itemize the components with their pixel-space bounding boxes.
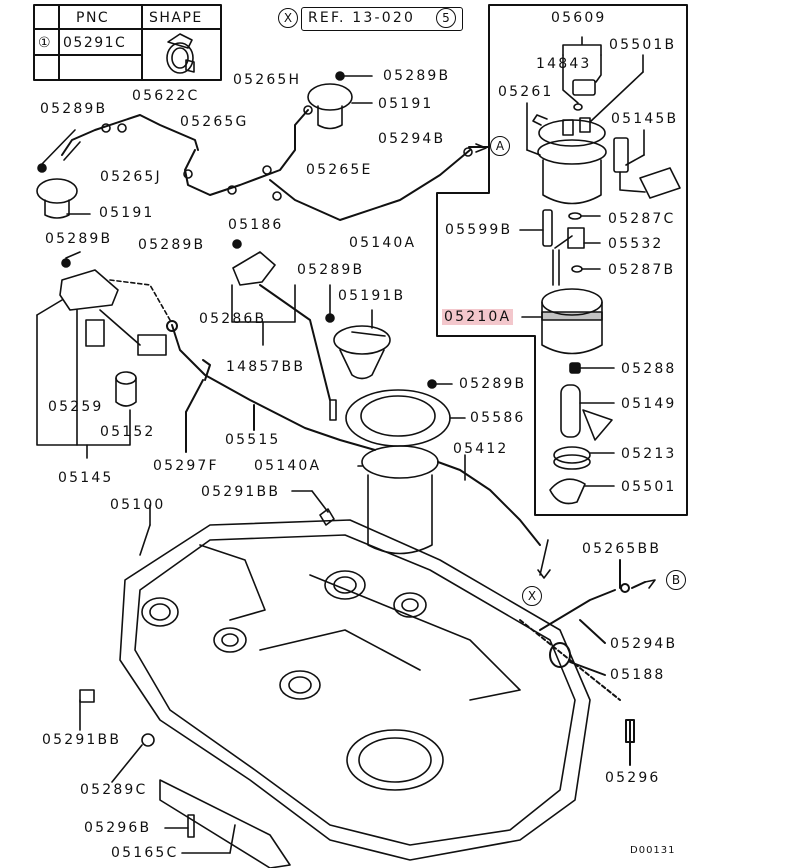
part-label[interactable]: 05294B [610,636,678,652]
fuel-tank [119,504,591,861]
reference-x-marker: X [278,8,298,28]
part-label[interactable]: 05191B [338,288,406,304]
part-label[interactable]: 05289C [80,782,148,798]
part-label[interactable]: 05265BB [582,541,662,557]
vent-flange-top [307,71,373,130]
part-label[interactable]: 05289B [297,262,365,278]
connector-a-marker: A [490,136,510,156]
part-label[interactable]: 14857BB [226,359,306,375]
filler-vent-hose [519,559,646,766]
part-label[interactable]: 05501B [609,37,677,53]
vent-flange-left [36,129,91,219]
fuel-pump-module-parts [519,36,681,505]
part-label[interactable]: 05100 [110,497,166,513]
part-label[interactable]: 05188 [610,667,666,683]
part-label[interactable]: 05145B [611,111,679,127]
part-label[interactable]: 05191 [99,205,155,221]
part-label[interactable]: 05261 [498,84,554,100]
reference-box[interactable] [301,7,463,31]
part-label[interactable]: 05609 [551,10,607,26]
part-label[interactable]: 05287C [608,211,676,227]
part-label[interactable]: 05291BB [42,732,122,748]
table-header-shape: SHAPE [149,10,203,26]
part-label[interactable]: 05294B [378,131,446,147]
part-label[interactable]: 05501 [621,479,677,495]
part-label[interactable]: 05265J [100,169,162,185]
fuel-line [166,320,376,453]
part-label[interactable]: 05291BB [201,484,281,500]
part-label[interactable]: 05213 [621,446,677,462]
connector-x-marker: X [522,586,542,606]
part-label[interactable]: 05265E [306,162,373,178]
reference-text[interactable]: REF. 13-020 [308,10,416,26]
part-label[interactable]: 05140A [254,458,322,474]
reference-sub-marker: 5 [436,8,456,28]
part-label[interactable]: 14843 [536,56,592,72]
part-label[interactable]: 05289B [45,231,113,247]
lock-ring [345,379,466,447]
part-label[interactable]: 05412 [453,441,509,457]
part-label[interactable]: 05586 [470,410,526,426]
table-row-marker: ① [38,35,53,51]
figure-code: D00131 [630,845,676,856]
part-label[interactable]: 05149 [621,396,677,412]
legend-table-frame [33,4,222,81]
table-row-pnc[interactable]: 05291C [63,35,127,51]
connectors-top [63,105,473,201]
vapor-hoses [61,109,490,221]
part-label[interactable]: 05191 [378,96,434,112]
part-label[interactable]: 05286B [199,311,267,327]
part-label[interactable]: 05532 [608,236,664,252]
part-label[interactable]: 05186 [228,217,284,233]
level-sender-assembly [36,251,171,459]
part-label[interactable]: 05599B [445,222,513,238]
part-label[interactable]: 05289B [383,68,451,84]
part-label[interactable]: 05265H [233,72,302,88]
connection-arrows [475,143,656,589]
part-label[interactable]: 05297F [153,458,219,474]
part-label[interactable]: 05296 [605,770,661,786]
connector-b-marker: B [666,570,686,590]
part-label[interactable]: 05289B [459,376,527,392]
pump-module-frame [436,4,688,516]
part-label[interactable]: 05140A [349,235,417,251]
sender-flange [231,239,337,421]
part-label[interactable]: 05296B [84,820,152,836]
part-label[interactable]: 05289B [40,101,108,117]
tank-mount-parts [79,490,335,868]
part-label[interactable]: 05289B [138,237,206,253]
highlighted-part-label[interactable]: 05210A [442,309,514,325]
part-label[interactable]: 05165C [111,845,179,861]
part-label[interactable]: 05259 [48,399,104,415]
hose-clamp-icon [166,33,195,74]
part-label[interactable]: 05515 [225,432,281,448]
part-label[interactable]: 05622C [132,88,200,104]
table-header-pnc: PNC [76,10,110,26]
part-label[interactable]: 05145 [58,470,114,486]
fuel-pump-unit [357,445,551,579]
part-label[interactable]: 05265G [180,114,249,130]
filler-flange [325,284,391,380]
part-label[interactable]: 05288 [621,361,677,377]
part-label[interactable]: 05152 [100,424,156,440]
part-label[interactable]: 05287B [608,262,676,278]
